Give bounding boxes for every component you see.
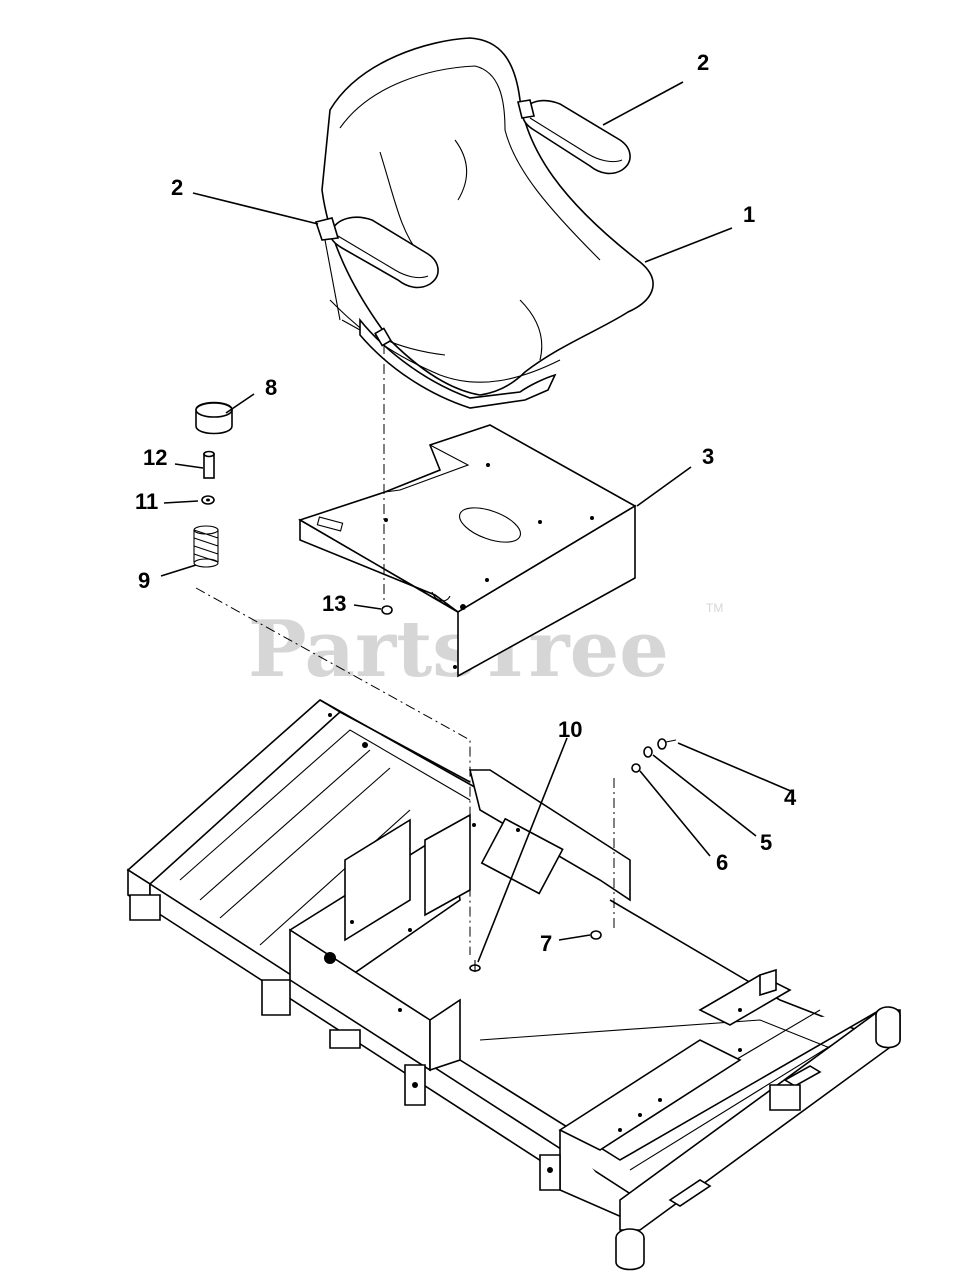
callout-1: 1 <box>743 202 755 227</box>
callout-10: 10 <box>558 717 582 742</box>
callout-9: 9 <box>138 568 150 593</box>
callout-13: 13 <box>322 591 346 616</box>
callout-6: 6 <box>716 850 728 875</box>
spacer-part-12 <box>203 450 215 479</box>
seat <box>314 37 654 409</box>
armrest-right <box>517 99 631 175</box>
nut-part-7 <box>590 930 602 940</box>
callout-3: 3 <box>702 444 714 469</box>
spring-part-9 <box>193 525 219 568</box>
bolt-part-10 <box>469 960 481 972</box>
washer-part-11 <box>201 495 215 505</box>
lock-washer-part-5 <box>643 746 653 758</box>
mower-frame <box>126 699 901 1271</box>
bumper-part-8 <box>195 401 233 435</box>
callout-2-right: 2 <box>697 50 709 75</box>
callout-12: 12 <box>143 445 167 470</box>
armrest-left <box>314 216 439 321</box>
callout-5: 5 <box>760 830 772 855</box>
callout-4: 4 <box>784 785 797 810</box>
callout-7: 7 <box>540 931 552 956</box>
washer-part-6 <box>631 763 641 773</box>
nut-part-13 <box>381 605 393 615</box>
callout-8: 8 <box>265 375 277 400</box>
watermark-trademark: TM <box>706 601 723 615</box>
bolt-part-4 <box>657 738 677 750</box>
callout-2-left: 2 <box>171 175 183 200</box>
callout-11: 11 <box>135 489 158 514</box>
